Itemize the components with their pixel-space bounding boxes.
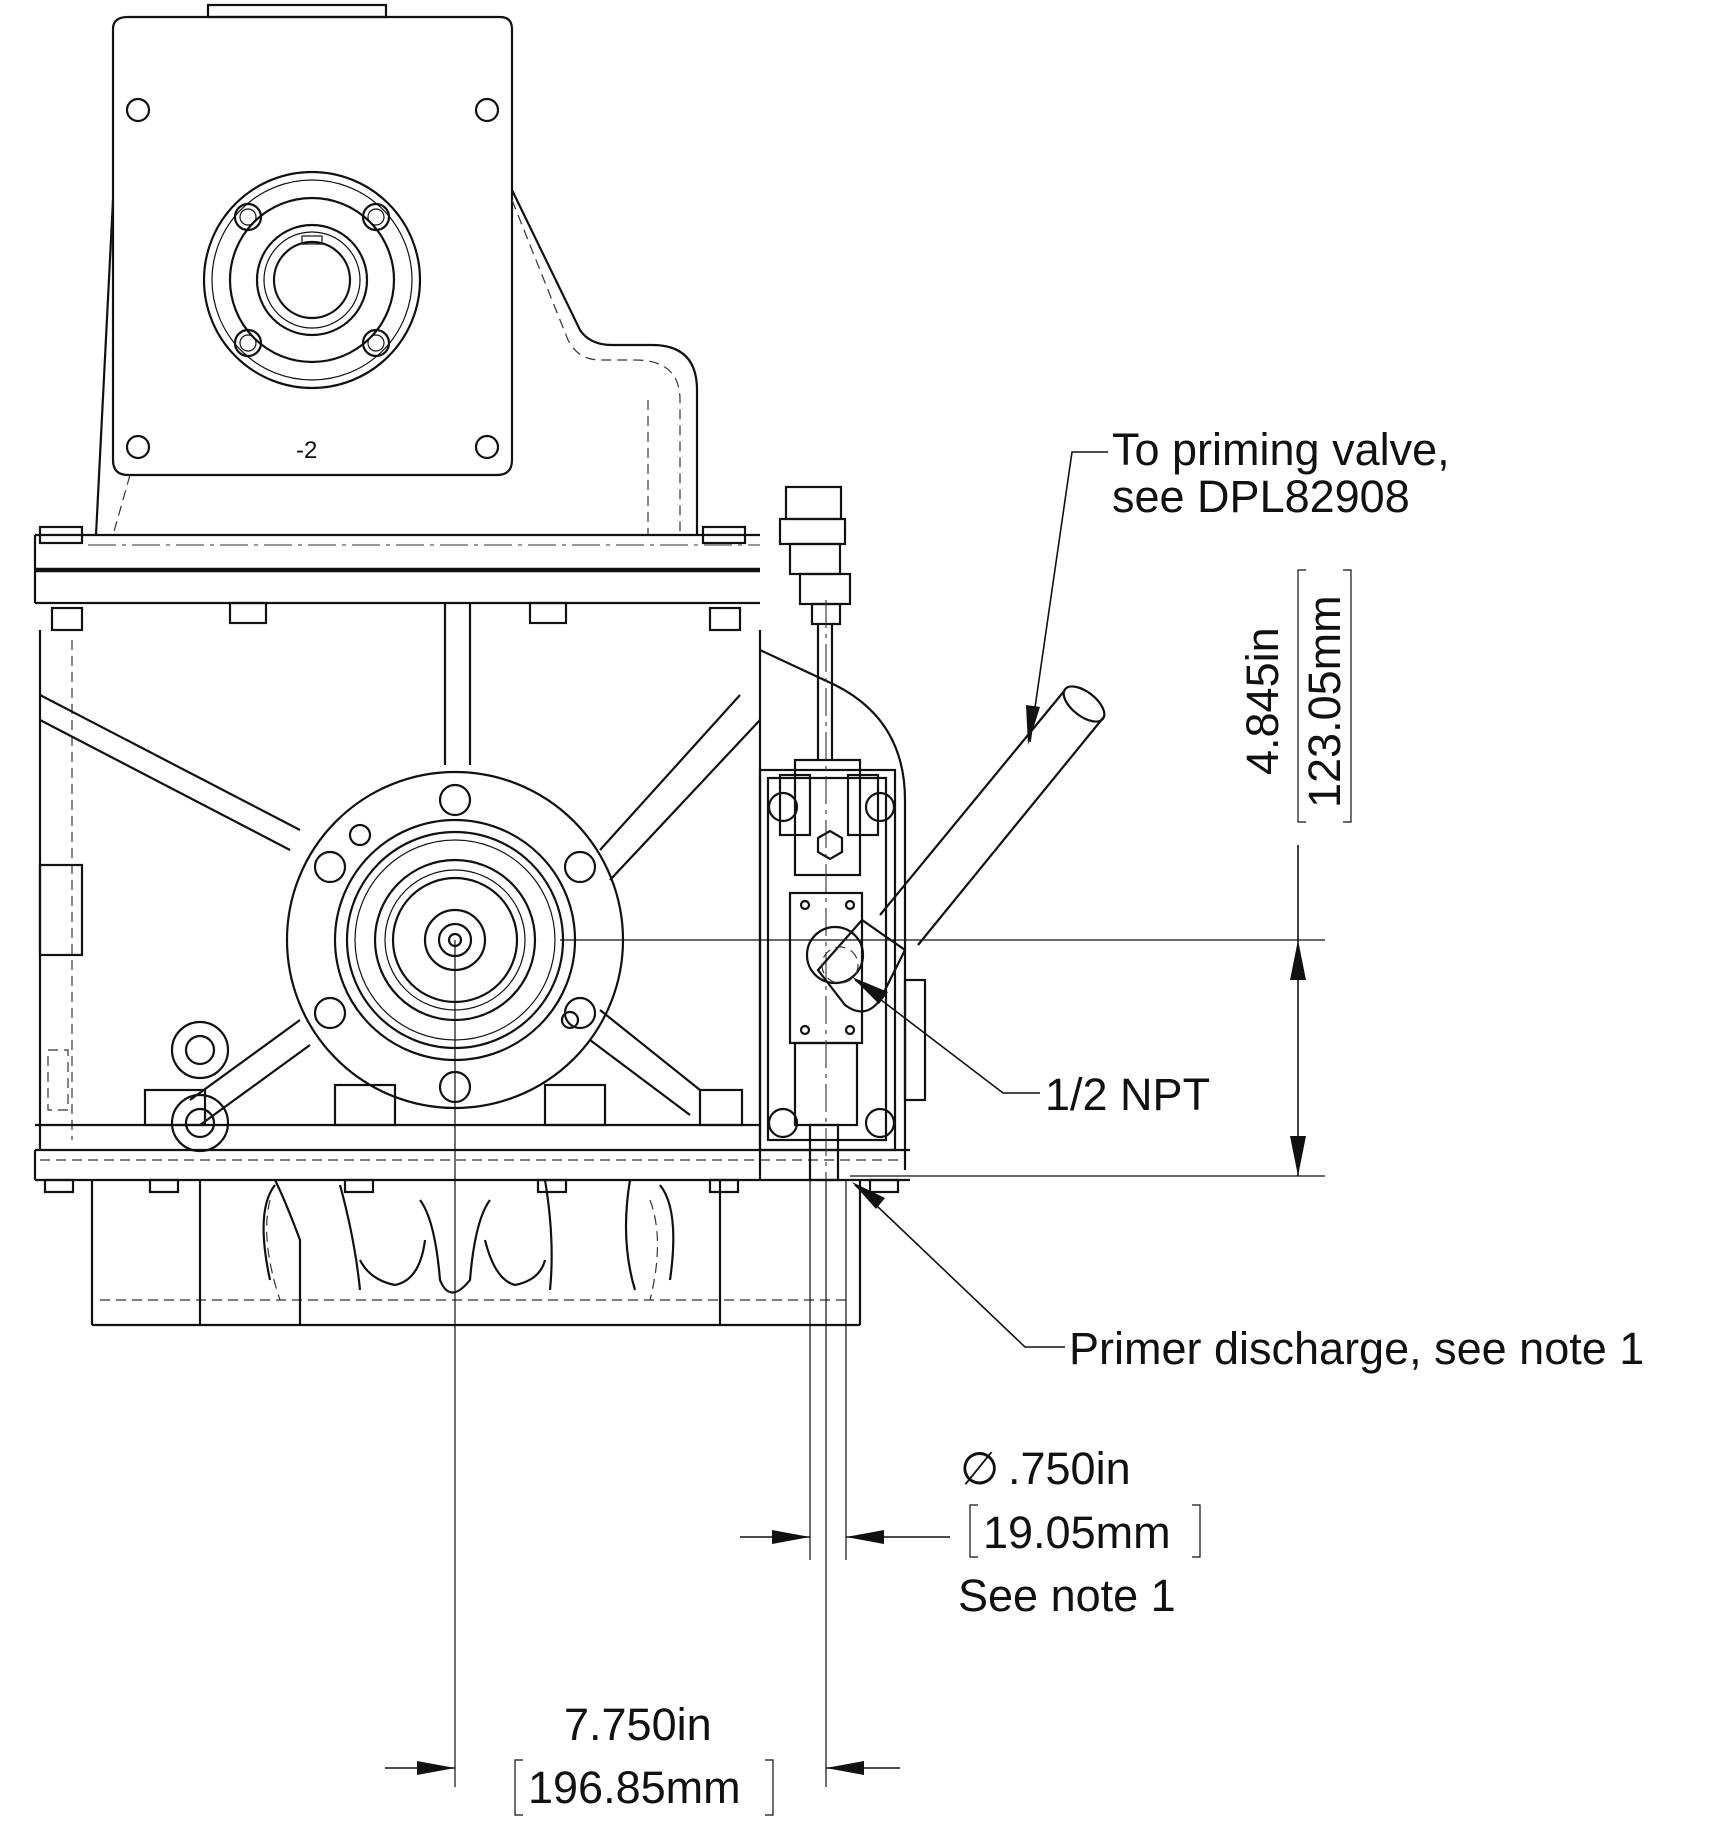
npt-label: 1/2 NPT — [1045, 1069, 1210, 1120]
bolt-hole — [474, 97, 500, 123]
flange-band — [33, 525, 760, 632]
extension-lines — [454, 939, 1325, 1787]
dimension-diameter: ∅ .750in 19.05mm See note 1 — [740, 1443, 1201, 1621]
callout-primer-discharge: Primer discharge, see note 1 — [852, 1182, 1644, 1374]
callout-priming-valve: To priming valve, see DPL82908 — [1026, 424, 1450, 745]
priming-valve-label-line2: see DPL82908 — [1112, 471, 1410, 522]
bolt-hole — [474, 434, 500, 460]
dimension-horizontal: 7.750in 196.85mm — [385, 1699, 900, 1816]
bolt-hole — [125, 97, 151, 123]
dimension-diameter-inches: .750in — [1008, 1443, 1131, 1494]
dimension-vertical-mm: 123.05mm — [1299, 595, 1350, 808]
diameter-note: See note 1 — [958, 1570, 1176, 1621]
callout-npt: 1/2 NPT — [852, 977, 1210, 1120]
dimension-diameter-mm: 19.05mm — [983, 1507, 1171, 1558]
dimension-horizontal-inches: 7.750in — [564, 1699, 712, 1750]
dimension-vertical: 4.845in 123.05mm — [1237, 569, 1352, 1176]
primer-assembly — [758, 485, 1106, 1182]
bolt-hole — [125, 434, 151, 460]
pump-body — [33, 603, 910, 1194]
part-marking: -2 — [296, 437, 317, 464]
diameter-symbol: ∅ — [960, 1443, 999, 1494]
input-flange — [202, 170, 422, 390]
priming-valve-label-line1: To priming valve, — [1112, 424, 1450, 475]
dimension-vertical-inches: 4.845in — [1237, 627, 1288, 775]
dimension-horizontal-mm: 196.85mm — [528, 1762, 741, 1813]
upper-housing: -2 — [94, 3, 699, 536]
lower-base — [90, 1179, 862, 1327]
primer-discharge-label: Primer discharge, see note 1 — [1069, 1323, 1644, 1374]
